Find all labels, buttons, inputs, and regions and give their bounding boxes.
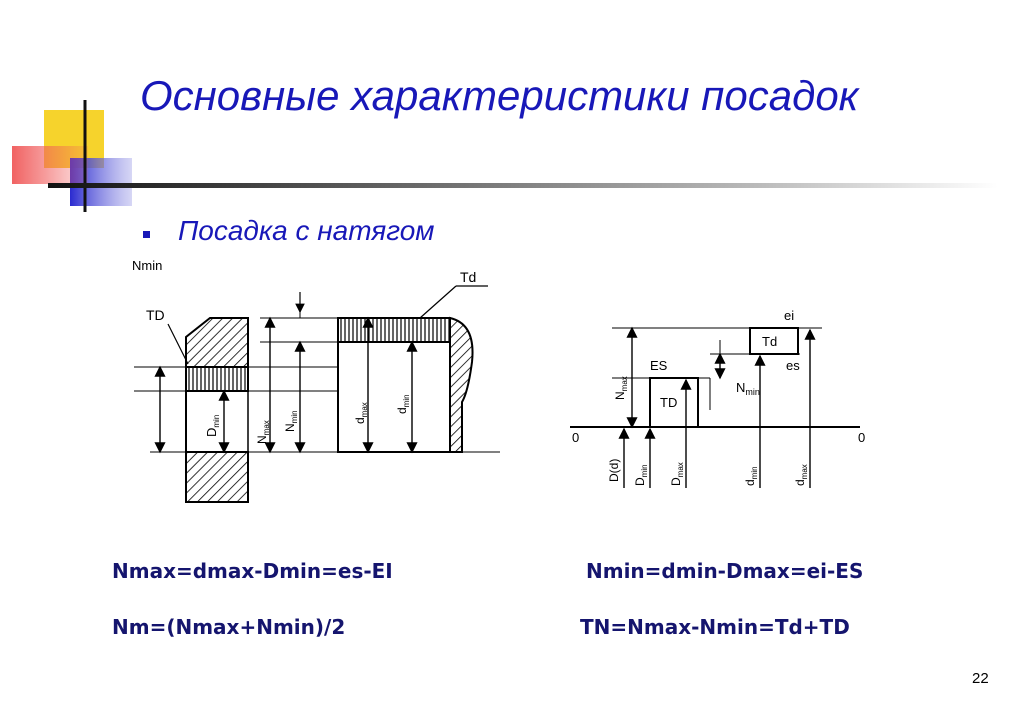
formula-nmin: Nmin=dmin-Dmax=ei-ES [586, 559, 864, 583]
label-Nmin: Nmin [283, 410, 299, 432]
label-Dmin: Dmin [204, 415, 221, 437]
label-dmax: dmax [353, 402, 369, 424]
left-fit-diagram: Nmin TD Td Dmin Nmax Nmin dmax dmin [132, 258, 500, 503]
label-dmin: dmin [395, 394, 411, 414]
Td-box [749, 327, 799, 355]
bullet-square-icon [143, 231, 150, 238]
label-nmin-top: Nmin [132, 258, 162, 273]
shaft-hatch [449, 316, 474, 453]
label-es: es [786, 358, 800, 373]
red-square [12, 146, 88, 184]
label-Dmin-r: Dmin [633, 464, 649, 486]
label-ES: ES [650, 358, 668, 373]
bullet-text: Посадка с натягом [178, 215, 435, 246]
title-rule [48, 183, 998, 188]
label-zero-left: 0 [572, 430, 579, 445]
right-tolerance-diagram: ei es ES Td TD Nmin Nmax 0 0 D(d) Dmin D… [570, 308, 865, 488]
label-Nmax-r: Nmax [613, 376, 629, 400]
label-dmin-r: dmin [743, 466, 759, 486]
label-Td-box: Td [762, 334, 777, 349]
label-ei: ei [784, 308, 794, 323]
slide-title: Основные характеристики посадок [140, 72, 859, 119]
label-Nmin-r: Nmin [736, 380, 760, 397]
formula-nm: Nm=(Nmax+Nmin)/2 [112, 615, 346, 639]
shaft-body [337, 341, 451, 453]
formula-nmax: Nmax=dmax-Dmin=es-EI [112, 559, 393, 583]
label-dmax-r: dmax [793, 464, 809, 486]
label-TD-box: TD [660, 395, 677, 410]
label-Dmax-r: Dmax [669, 462, 685, 486]
label-Td: Td [460, 269, 476, 285]
corner-decoration [12, 100, 132, 212]
formula-tn: TN=Nmax-Nmin=Td+TD [580, 615, 850, 639]
TD-box [649, 377, 699, 428]
hole-lower-hatch [185, 451, 249, 503]
shaft-tolerance-band [337, 317, 451, 343]
label-Dd: D(d) [607, 459, 621, 482]
hole-upper-hatch [185, 317, 249, 368]
label-Nmax: Nmax [255, 420, 271, 444]
label-zero-right: 0 [858, 430, 865, 445]
label-TD: TD [146, 307, 165, 323]
hole-tolerance-band [185, 366, 249, 392]
page-number: 22 [972, 670, 989, 687]
